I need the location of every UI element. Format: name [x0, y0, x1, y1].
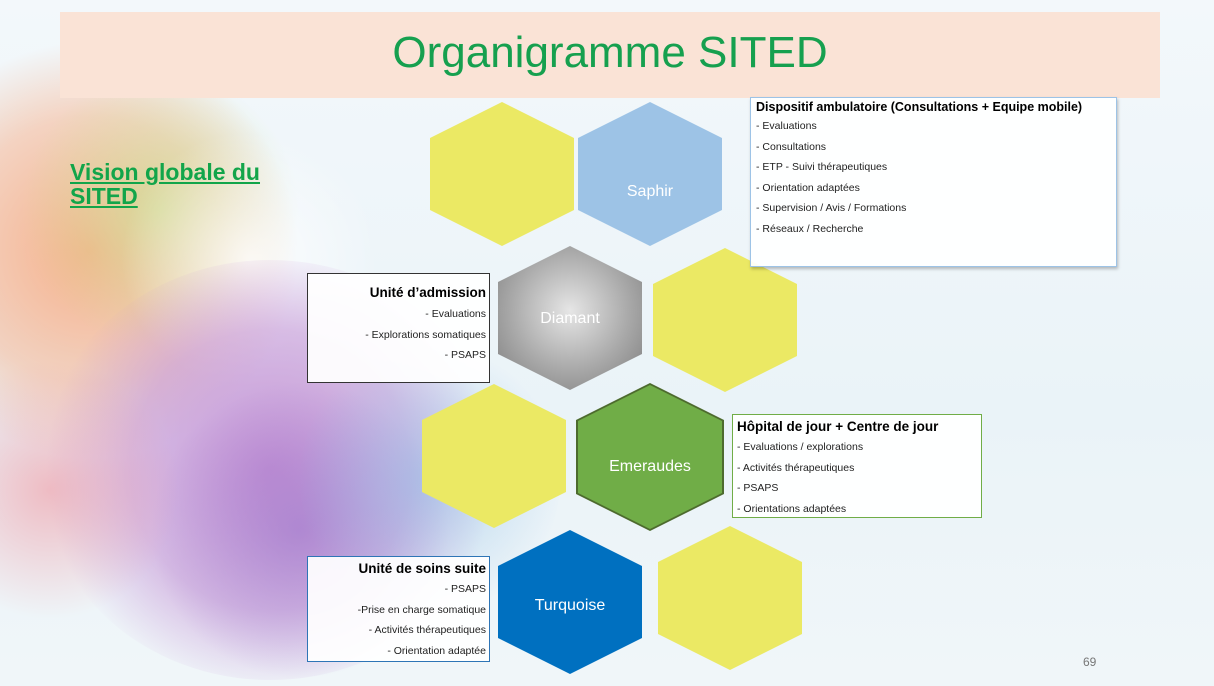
box-ambulatoire-item: - Réseaux / Recherche — [756, 222, 864, 235]
vision-heading[interactable]: Vision globale du SITED — [70, 160, 260, 208]
box-ambulatoire-item: - Evaluations — [756, 120, 817, 132]
box-ambulatoire-item: - Supervision / Avis / Formations — [756, 202, 907, 214]
hexagon-saphir — [578, 102, 722, 246]
hexagon-filler-4 — [658, 526, 802, 670]
hexagon-diamant-label: Diamant — [540, 310, 600, 327]
hexagon-filler-1 — [430, 102, 574, 246]
box-ambulatoire-item: - Consultations — [756, 140, 827, 153]
vision-line-1: Vision globale du — [70, 159, 260, 185]
box-admission-heading: Unité d’admission — [369, 285, 486, 300]
hexagon-filler-3 — [422, 384, 566, 528]
box-admission-item: - Evaluations — [425, 308, 486, 320]
vision-line-2: SITED — [70, 183, 138, 209]
box-ambulatoire-item: - Orientation adaptées — [756, 181, 860, 194]
box-soins-item: - PSAPS — [444, 583, 486, 595]
box-hopital-heading: Hôpital de jour + Centre de jour — [737, 419, 939, 434]
box-admission-item: - Explorations somatiques — [365, 328, 486, 341]
slide-title: Organigramme SITED — [392, 28, 828, 77]
box-dispositif-ambulatoire: Dispositif ambulatoire (Consultations + … — [750, 97, 1117, 267]
hexagon-filler-2 — [653, 248, 797, 392]
box-soins-item: -Prise en charge somatique — [357, 603, 486, 616]
hexagon-emeraudes — [578, 385, 722, 529]
box-ambulatoire-item: - ETP - Suivi thérapeutiques — [756, 161, 888, 173]
box-admission-item: - PSAPS — [444, 349, 486, 361]
box-unite-admission: Unité d’admission - Evaluations - Explor… — [307, 273, 490, 383]
hexagon-emeraudes-label: Emeraudes — [609, 458, 691, 475]
box-hopital-de-jour: Hôpital de jour + Centre de jour - Evalu… — [732, 414, 982, 518]
box-unite-soins-suite: Unité de soins suite - PSAPS -Prise en c… — [307, 556, 490, 662]
title-band — [60, 12, 1160, 98]
box-hopital-item: - Activités thérapeutiques — [737, 461, 855, 474]
box-soins-item: - Orientation adaptée — [387, 644, 486, 657]
hexagon-turquoise-label: Turquoise — [534, 597, 606, 614]
page-number: 69 — [1083, 655, 1097, 669]
box-ambulatoire-heading: Dispositif ambulatoire (Consultations + … — [756, 100, 1083, 114]
hexagon-turquoise — [498, 530, 642, 674]
box-hopital-item: - Evaluations / explorations — [737, 441, 864, 453]
box-soins-heading: Unité de soins suite — [358, 561, 486, 576]
box-hopital-item: - Orientations adaptées — [737, 502, 847, 515]
hexagon-saphir-label: Saphir — [626, 183, 674, 200]
box-soins-item: - Activités thérapeutiques — [368, 624, 486, 636]
box-hopital-item: - PSAPS — [737, 482, 779, 494]
hexagon-diamant — [498, 246, 642, 390]
